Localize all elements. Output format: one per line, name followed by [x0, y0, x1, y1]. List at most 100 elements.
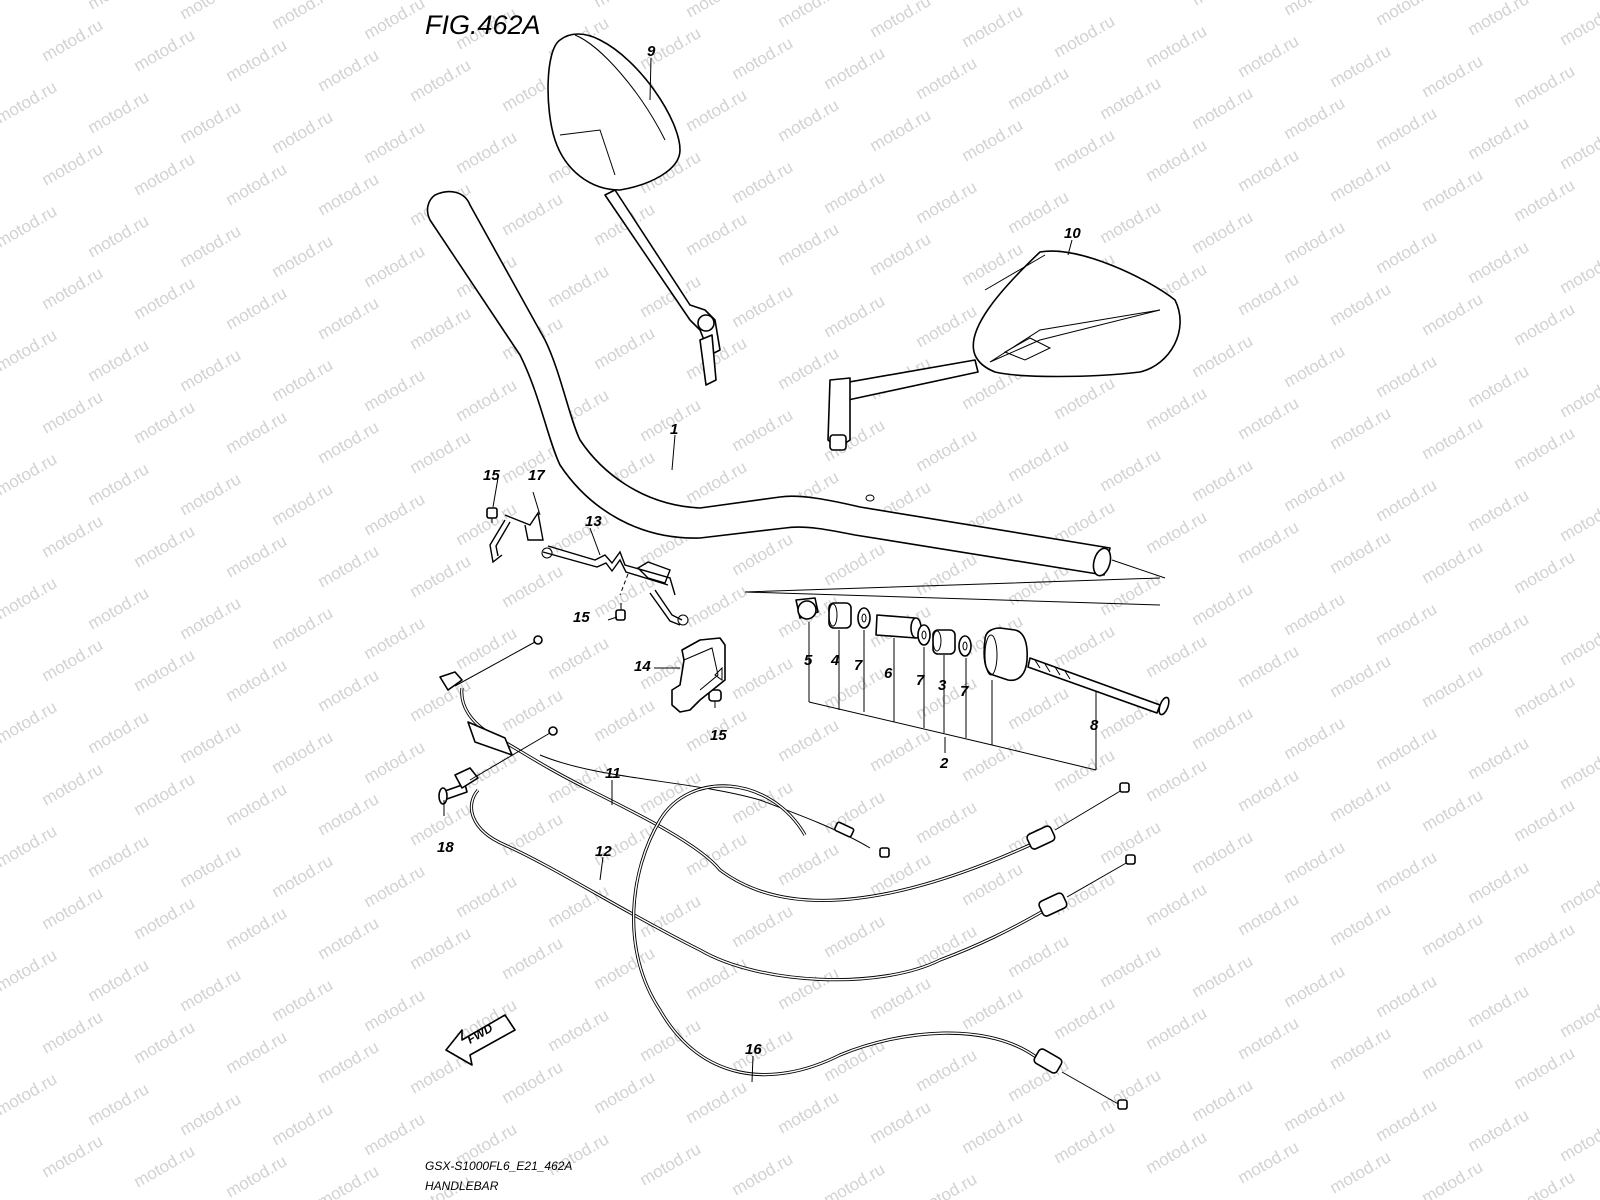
part-15-screw-c[interactable] [708, 689, 722, 708]
balancer-end-weight[interactable] [983, 627, 1028, 682]
watermark-text: motod.ru [913, 549, 981, 599]
watermark-text: motod.ru [223, 159, 291, 209]
watermark-text: motod.ru [913, 301, 981, 351]
watermark-text: motod.ru [39, 635, 107, 685]
part-10-right-mirror[interactable] [827, 250, 1181, 451]
watermark-text: motod.ru [177, 593, 245, 643]
watermark-text: motod.ru [913, 797, 981, 847]
part-6-shaft[interactable] [875, 614, 922, 639]
watermark-text: motod.ru [269, 231, 337, 281]
part-3-weight[interactable] [932, 629, 956, 655]
watermark-text: motod.ru [177, 1089, 245, 1139]
watermark-text: motod.ru [1557, 743, 1600, 793]
part-7a-washer[interactable] [857, 607, 871, 629]
watermark-text: motod.ru [1281, 217, 1349, 267]
part-1-handlebar[interactable] [426, 190, 1166, 579]
watermark-text: motod.ru [545, 881, 613, 931]
watermark-text: motod.ru [315, 541, 383, 591]
watermark-text: motod.ru [867, 973, 935, 1023]
watermark-text: motod.ru [39, 139, 107, 189]
watermark-text: motod.ru [269, 355, 337, 405]
watermark-text: motod.ru [1419, 289, 1487, 339]
watermark-text: motod.ru [223, 1151, 291, 1200]
watermark-text: motod.ru [1511, 1043, 1579, 1093]
watermark-text: motod.ru [1005, 931, 1073, 981]
watermark-text: motod.ru [1189, 951, 1257, 1001]
watermark-text: motod.ru [1143, 631, 1211, 681]
part-13-bracket[interactable] [541, 545, 689, 626]
part-15-screw-a[interactable] [486, 507, 498, 523]
watermark-text: motod.ru [39, 263, 107, 313]
part-5-spacer[interactable] [795, 597, 819, 620]
watermark-text: motod.ru [453, 623, 521, 673]
part-17-clamp[interactable] [489, 491, 544, 564]
watermark-text: motod.ru [1511, 299, 1579, 349]
watermark-text: motod.ru [821, 167, 889, 217]
watermark-text: motod.ru [1557, 991, 1600, 1041]
watermark-text: motod.ru [269, 975, 337, 1025]
part-12-throttle-cable[interactable] [454, 726, 1136, 982]
part-7c-washer[interactable] [958, 635, 972, 657]
watermark-text: motod.ru [1419, 909, 1487, 959]
watermark-text: motod.ru [683, 953, 751, 1003]
watermark-text: motod.ru [269, 603, 337, 653]
watermark-text: motod.ru [1373, 103, 1441, 153]
watermark-text: motod.ru [1189, 83, 1257, 133]
part-8-screw[interactable] [1027, 657, 1171, 716]
watermark-text: motod.ru [177, 0, 245, 23]
part-11-throttle-cable[interactable] [439, 635, 1130, 902]
watermark-text: motod.ru [1327, 527, 1395, 577]
watermark-text: motod.ru [131, 1141, 199, 1191]
watermark-text: motod.ru [683, 0, 751, 21]
part-15-screw-b[interactable] [615, 603, 626, 621]
leader-line-group-2 [744, 577, 1161, 606]
watermark-text: motod.ru [591, 1067, 659, 1117]
watermark-text: motod.ru [1373, 847, 1441, 897]
watermark-text: motod.ru [729, 529, 797, 579]
part-14-cable-guide[interactable] [671, 637, 726, 713]
part-18-bolt[interactable] [438, 783, 468, 805]
watermark-text: motod.ru [1465, 733, 1533, 783]
watermark-text: motod.ru [775, 219, 843, 269]
watermark-text: motod.ru [1281, 713, 1349, 763]
watermark-text: motod.ru [223, 35, 291, 85]
watermark-text: motod.ru [1327, 41, 1395, 91]
watermark-text: motod.ru [131, 1017, 199, 1067]
watermark-text: motod.ru [131, 645, 199, 695]
part-9-left-mirror[interactable] [547, 33, 721, 386]
watermark-text: motod.ru [269, 479, 337, 529]
watermark-text: motod.ru [591, 0, 659, 11]
callout-12: 12 [595, 843, 612, 860]
watermark-text: motod.ru [1511, 423, 1579, 473]
part-4-weight[interactable] [828, 602, 852, 629]
watermark-text: motod.ru [1557, 619, 1600, 669]
watermark-text: motod.ru [223, 655, 291, 705]
part-7b-washer[interactable] [917, 624, 931, 646]
watermark-text: motod.ru [867, 1097, 935, 1147]
watermark-text: motod.ru [1373, 227, 1441, 277]
handlebar-balancer-parts[interactable] [795, 597, 1171, 716]
watermark-text: motod.ru [39, 1007, 107, 1057]
watermark-text: motod.ru [1143, 507, 1211, 557]
watermark-text: motod.ru [775, 95, 843, 145]
watermark-text: motod.ru [85, 831, 153, 881]
watermark-text: motod.ru [1235, 31, 1303, 81]
watermark-text: motod.ru [913, 177, 981, 227]
watermark-text: motod.ru [131, 397, 199, 447]
watermark-text: motod.ru [1143, 1127, 1211, 1177]
callout-7a: 7 [854, 657, 863, 674]
watermark-text: motod.ru [39, 883, 107, 933]
watermark-text: motod.ru [913, 425, 981, 475]
callout-15b: 15 [573, 609, 590, 626]
watermark-text: motod.ru [1051, 745, 1119, 795]
watermark-text: motod.ru [867, 0, 935, 41]
watermark-text: motod.ru [821, 1159, 889, 1200]
watermark-text: motod.ru [1511, 547, 1579, 597]
watermark-text: motod.ru [0, 325, 60, 375]
watermark-text: motod.ru [1511, 919, 1579, 969]
watermark-text: motod.ru [1419, 1033, 1487, 1083]
part-16-cable[interactable] [632, 784, 1128, 1110]
watermark-text: motod.ru [177, 965, 245, 1015]
watermark-text: motod.ru [1557, 0, 1600, 49]
watermark-text: motod.ru [1143, 1003, 1211, 1053]
